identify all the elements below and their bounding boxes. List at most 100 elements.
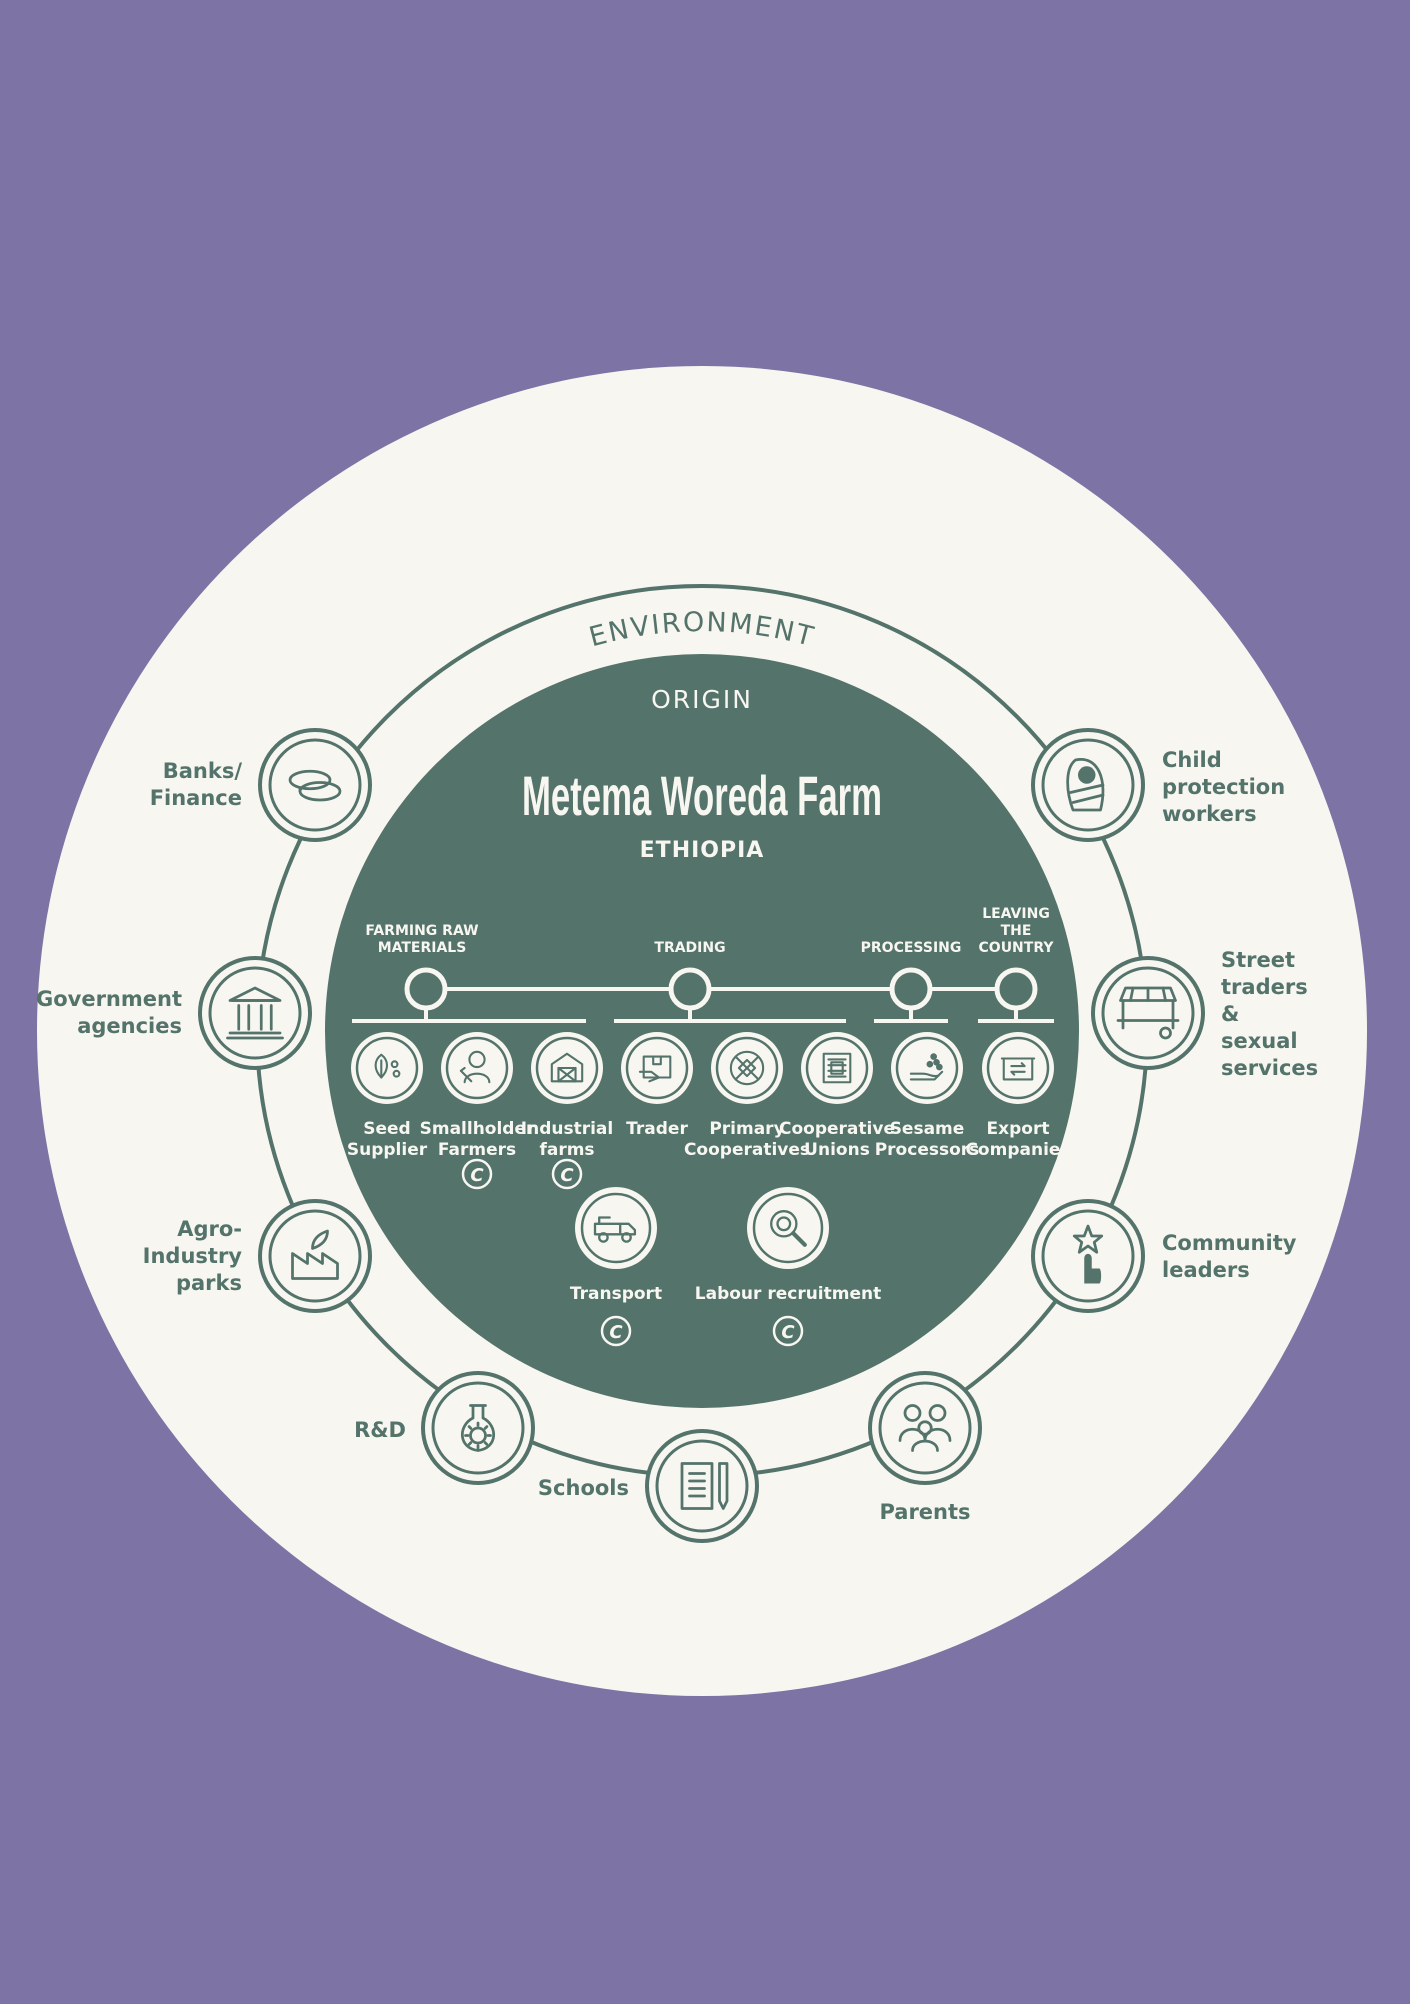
service-label: Labour recruitment <box>695 1284 881 1304</box>
env-node-schools: Schools <box>538 1429 759 1543</box>
flask-icon <box>461 1404 495 1452</box>
env-node-r-and-d: R&D <box>354 1371 535 1485</box>
child-labour-flag-icon: C <box>600 1315 632 1347</box>
env-label: Street <box>1221 948 1295 972</box>
actor-label: Industrial <box>521 1119 613 1139</box>
env-label: Community <box>1162 1231 1297 1255</box>
env-node-street-traders: Street traders & sexual services <box>1091 948 1318 1080</box>
env-label: & <box>1221 1002 1239 1026</box>
stage-node-processing <box>889 967 933 1011</box>
actor-outer-circle <box>982 1032 1054 1104</box>
actor-label: Sesame <box>890 1119 965 1139</box>
env-inner-circle <box>1041 1209 1135 1303</box>
actor-inner-circle <box>625 1036 689 1100</box>
farmer-icon <box>459 1050 491 1084</box>
actor-trader: Trader <box>621 1032 693 1139</box>
svg-text:C: C <box>470 1165 484 1186</box>
env-label: Schools <box>538 1476 629 1500</box>
env-label: Child <box>1162 748 1222 772</box>
coins-icon <box>288 769 342 802</box>
actor-inner-circle <box>986 1036 1050 1100</box>
child-labour-flag-icon: C <box>551 1158 583 1190</box>
stage-label-leaving: LEAVING <box>982 906 1050 922</box>
magnifier-icon <box>770 1210 807 1247</box>
actor-row: SeedSupplierSmallholderFarmersCIndustria… <box>347 1032 1071 1190</box>
env-inner-circle <box>1101 966 1195 1060</box>
env-node-agro-industry-parks: Agro- Industry parks <box>143 1199 372 1313</box>
stage-label-farming: MATERIALS <box>378 940 467 956</box>
env-outer-circle <box>258 1199 372 1313</box>
env-outer-circle <box>198 956 312 1070</box>
stage-label-farming: FARMING RAW <box>365 923 478 939</box>
svg-text:C: C <box>609 1322 623 1343</box>
actor-label: Companies <box>965 1140 1070 1160</box>
service-inner-circle <box>752 1192 824 1264</box>
env-inner-circle <box>431 1381 525 1475</box>
service-outer-circle <box>575 1187 657 1269</box>
env-inner-circle <box>878 1381 972 1475</box>
sesame-icon <box>909 1053 944 1081</box>
actor-inner-circle <box>715 1036 779 1100</box>
env-outer-circle <box>645 1429 759 1543</box>
env-inner-circle <box>655 1439 749 1533</box>
actor-inner-circle <box>355 1036 419 1100</box>
actor-inner-circle <box>805 1036 869 1100</box>
env-label: Parents <box>879 1500 970 1524</box>
env-label: services <box>1221 1056 1318 1080</box>
actor-label: Seed <box>363 1119 410 1139</box>
env-label: Agro- <box>177 1217 242 1241</box>
env-label: parks <box>176 1271 242 1295</box>
env-node-banks-finance: Banks/Finance <box>150 728 372 842</box>
env-label: Banks/ <box>163 759 243 783</box>
actor-label: Farmers <box>438 1140 516 1160</box>
env-label: protection <box>1162 775 1285 799</box>
env-label: sexual <box>1221 1029 1298 1053</box>
truck-icon <box>593 1216 637 1243</box>
market-stall-icon <box>1116 986 1180 1040</box>
family-icon <box>898 1404 952 1452</box>
origin-label: ORIGIN <box>651 685 753 714</box>
actor-label: Cooperative <box>779 1119 895 1139</box>
actor-label: Supplier <box>347 1140 428 1160</box>
export-icon <box>1000 1057 1036 1081</box>
env-label: Finance <box>150 786 242 810</box>
actor-label: Primary <box>709 1119 784 1139</box>
actor-label: Processors <box>875 1140 980 1160</box>
stage-label-leaving: COUNTRY <box>979 940 1055 956</box>
farm-title: Metema Woreda Farm <box>522 764 882 827</box>
env-label: agencies <box>77 1014 182 1038</box>
env-node-parents: Parents <box>868 1371 982 1524</box>
env-label: R&D <box>354 1418 406 1442</box>
env-outer-circle <box>868 1371 982 1485</box>
actor-inner-circle <box>895 1036 959 1100</box>
env-label: Industry <box>143 1244 243 1268</box>
hand-star-icon <box>1072 1224 1104 1284</box>
notebook-icon <box>680 1462 729 1510</box>
env-inner-circle <box>208 966 302 1060</box>
country-label: ETHIOPIA <box>640 838 765 863</box>
stage-label-trading: TRADING <box>654 940 725 956</box>
actor-outer-circle <box>801 1032 873 1104</box>
stage-node-farming <box>404 967 448 1011</box>
env-label: traders <box>1221 975 1308 999</box>
env-outer-circle <box>1031 728 1145 842</box>
child-labour-flag-icon: C <box>772 1315 804 1347</box>
child-labour-flag-icon: C <box>461 1158 493 1190</box>
svg-text:C: C <box>560 1165 574 1186</box>
actor-outer-circle <box>891 1032 963 1104</box>
env-inner-circle <box>268 738 362 832</box>
actor-label: Trader <box>626 1119 688 1139</box>
